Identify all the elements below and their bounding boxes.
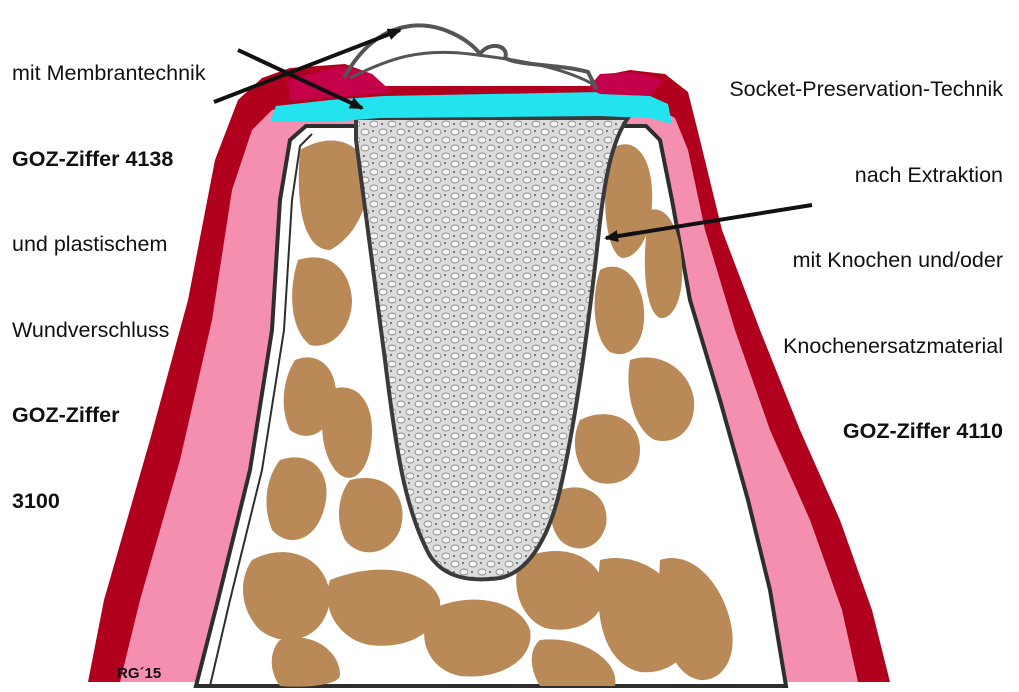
socket-line-2: nach Extraktion bbox=[729, 161, 1003, 190]
socket-line-4: Knochenersatzmaterial bbox=[729, 332, 1003, 361]
membrane-line-1: mit Membrantechnik bbox=[12, 59, 206, 88]
socket-line-1: Socket-Preservation-Technik bbox=[729, 75, 1003, 104]
socket-code-4110: GOZ-Ziffer 4110 bbox=[729, 417, 1003, 446]
socket-line-3: mit Knochen und/oder bbox=[729, 246, 1003, 275]
socket-annotation: Socket-Preservation-Technik nach Extrakt… bbox=[729, 18, 1003, 474]
membrane-code-4138: GOZ-Ziffer 4138 bbox=[12, 145, 206, 174]
membrane-line-2: und plastischem bbox=[12, 230, 206, 259]
suture-loop bbox=[350, 52, 596, 86]
membrane-annotation: mit Membrantechnik GOZ-Ziffer 4138 und p… bbox=[12, 2, 206, 544]
membrane-code-3100-b: 3100 bbox=[12, 487, 206, 516]
artist-signature: RG´15 bbox=[117, 665, 161, 682]
membrane-line-3: Wundverschluss bbox=[12, 316, 206, 345]
membrane-code-3100-a: GOZ-Ziffer bbox=[12, 401, 206, 430]
